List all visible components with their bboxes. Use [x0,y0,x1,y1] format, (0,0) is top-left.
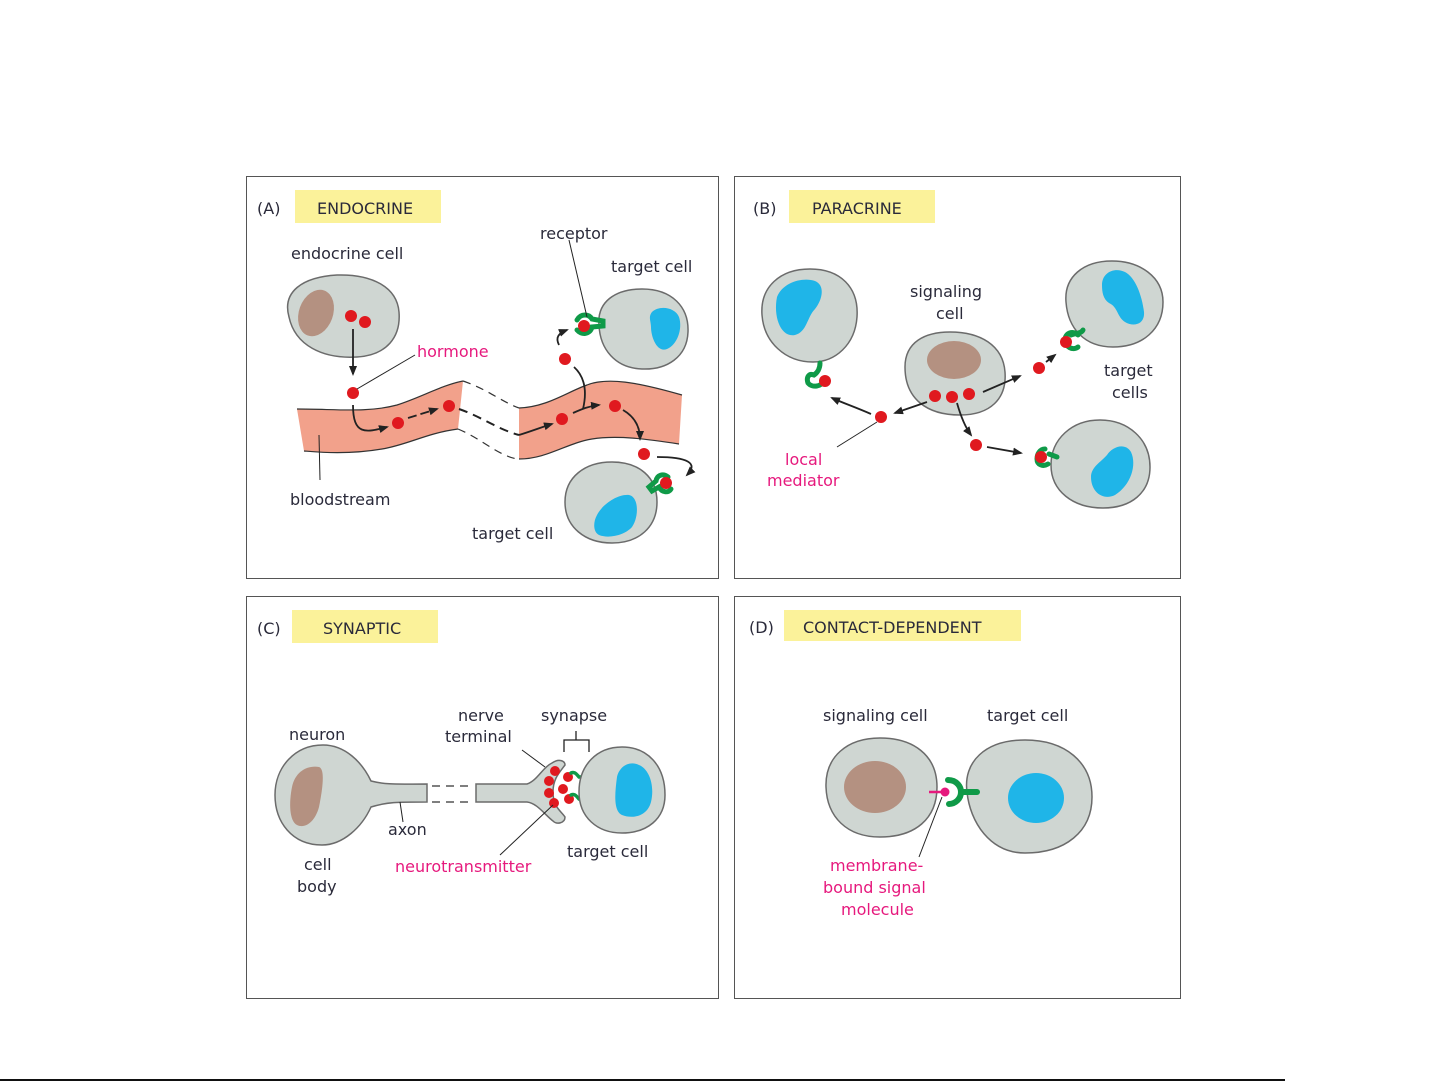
page-bottom-rule [0,1079,1285,1081]
receptor [574,312,606,336]
receptor [804,360,827,389]
label-target-cell: target cell [567,842,648,861]
synapse-bracket [563,731,590,752]
label-receptor: receptor [540,224,608,243]
label-local-mediator-1: local [785,450,822,469]
label-neuron: neuron [289,725,345,744]
hormone-molecule [359,316,371,328]
label-membrane-2: bound signal [823,878,926,897]
panel-paracrine: (B) PARACRINE signaling cell local media… [734,176,1181,579]
target-nucleus [594,494,637,537]
label-signaling-cell-1: signaling [910,282,982,301]
local-mediator-molecule [963,388,975,400]
label-cell-body-2: body [297,877,337,896]
hormone-molecule [443,400,455,412]
label-axon: axon [388,820,427,839]
label-bloodstream: bloodstream [290,490,390,509]
target-nucleus [1008,773,1064,823]
label-membrane-1: membrane- [830,856,923,875]
hormone-molecule [660,477,672,489]
membrane-bound-signal-molecule [940,787,950,797]
bloodstream-left [297,381,463,453]
bloodstream-right [519,381,682,459]
label-target-cells-2: cells [1112,383,1148,402]
panel-a-letter: (A) [257,199,280,218]
signaling-nucleus [927,341,981,379]
target-nucleus [615,763,653,817]
local-mediator-molecule [946,391,958,403]
panel-d-header-bg [784,610,1021,641]
local-mediator-molecule [1035,451,1047,463]
panel-synaptic: (C) SYNAPTIC neuron nerve terminal synap [246,596,719,999]
signaling-nucleus [844,761,906,813]
panel-d-title: CONTACT-DEPENDENT [803,618,982,637]
label-synapse: synapse [541,706,607,725]
target-nucleus [775,279,822,336]
local-mediator-molecule [819,375,831,387]
hormone-molecule [556,413,568,425]
panel-a-header-bg [295,190,441,223]
neurotransmitter [558,784,568,794]
label-cell-body-1: cell [304,855,332,874]
neurotransmitter [544,776,554,786]
panel-contact-dependent: (D) CONTACT-DEPENDENT signaling cell tar… [734,596,1181,999]
panel-b-letter: (B) [753,199,776,218]
local-mediator-molecule [929,390,941,402]
label-membrane-3: molecule [841,900,914,919]
panel-b-header-bg [789,190,935,223]
label-signaling-cell-2: cell [936,304,964,323]
label-endocrine-cell: endocrine cell [291,244,403,263]
hormone-molecule [609,400,621,412]
hormone-molecule [559,353,571,365]
panel-b-title: PARACRINE [812,199,902,218]
label-target-cells-1: target [1104,361,1153,380]
panel-c-letter: (C) [257,619,281,638]
label-signaling-cell: signaling cell [823,706,928,725]
neurotransmitter [550,766,560,776]
label-nerve-terminal-1: nerve [458,706,504,725]
label-nerve-terminal-2: terminal [445,727,512,746]
local-mediator-molecule [875,411,887,423]
panel-d-letter: (D) [749,618,774,637]
panel-a-title: ENDOCRINE [317,199,413,218]
receptor [945,777,980,807]
label-neurotransmitter: neurotransmitter [395,857,532,876]
hormone-molecule [578,320,590,332]
neurotransmitter [544,788,554,798]
hormone-molecule [347,387,359,399]
endocrine-nucleus [298,289,334,337]
hormone-molecule [392,417,404,429]
target-nucleus [1102,270,1145,325]
local-mediator-molecule [970,439,982,451]
hormone-molecule [345,310,357,322]
receptor [645,472,674,495]
local-mediator-molecule [1033,362,1045,374]
hormone-molecule [638,448,650,460]
neuron-nucleus [290,766,323,827]
receptor [569,770,585,779]
label-target-cell: target cell [987,706,1068,725]
label-target-cell-top: target cell [611,257,692,276]
label-hormone: hormone [417,342,489,361]
panel-endocrine: (A) ENDOCRINE hormone [246,176,719,579]
label-local-mediator-2: mediator [767,471,840,490]
neurotransmitter [549,798,559,808]
target-nucleus [649,307,681,350]
label-target-cell-bottom: target cell [472,524,553,543]
panel-c-title: SYNAPTIC [323,619,401,638]
target-nucleus [1091,446,1134,497]
panel-c-header-bg [292,610,438,643]
local-mediator-molecule [1060,336,1072,348]
